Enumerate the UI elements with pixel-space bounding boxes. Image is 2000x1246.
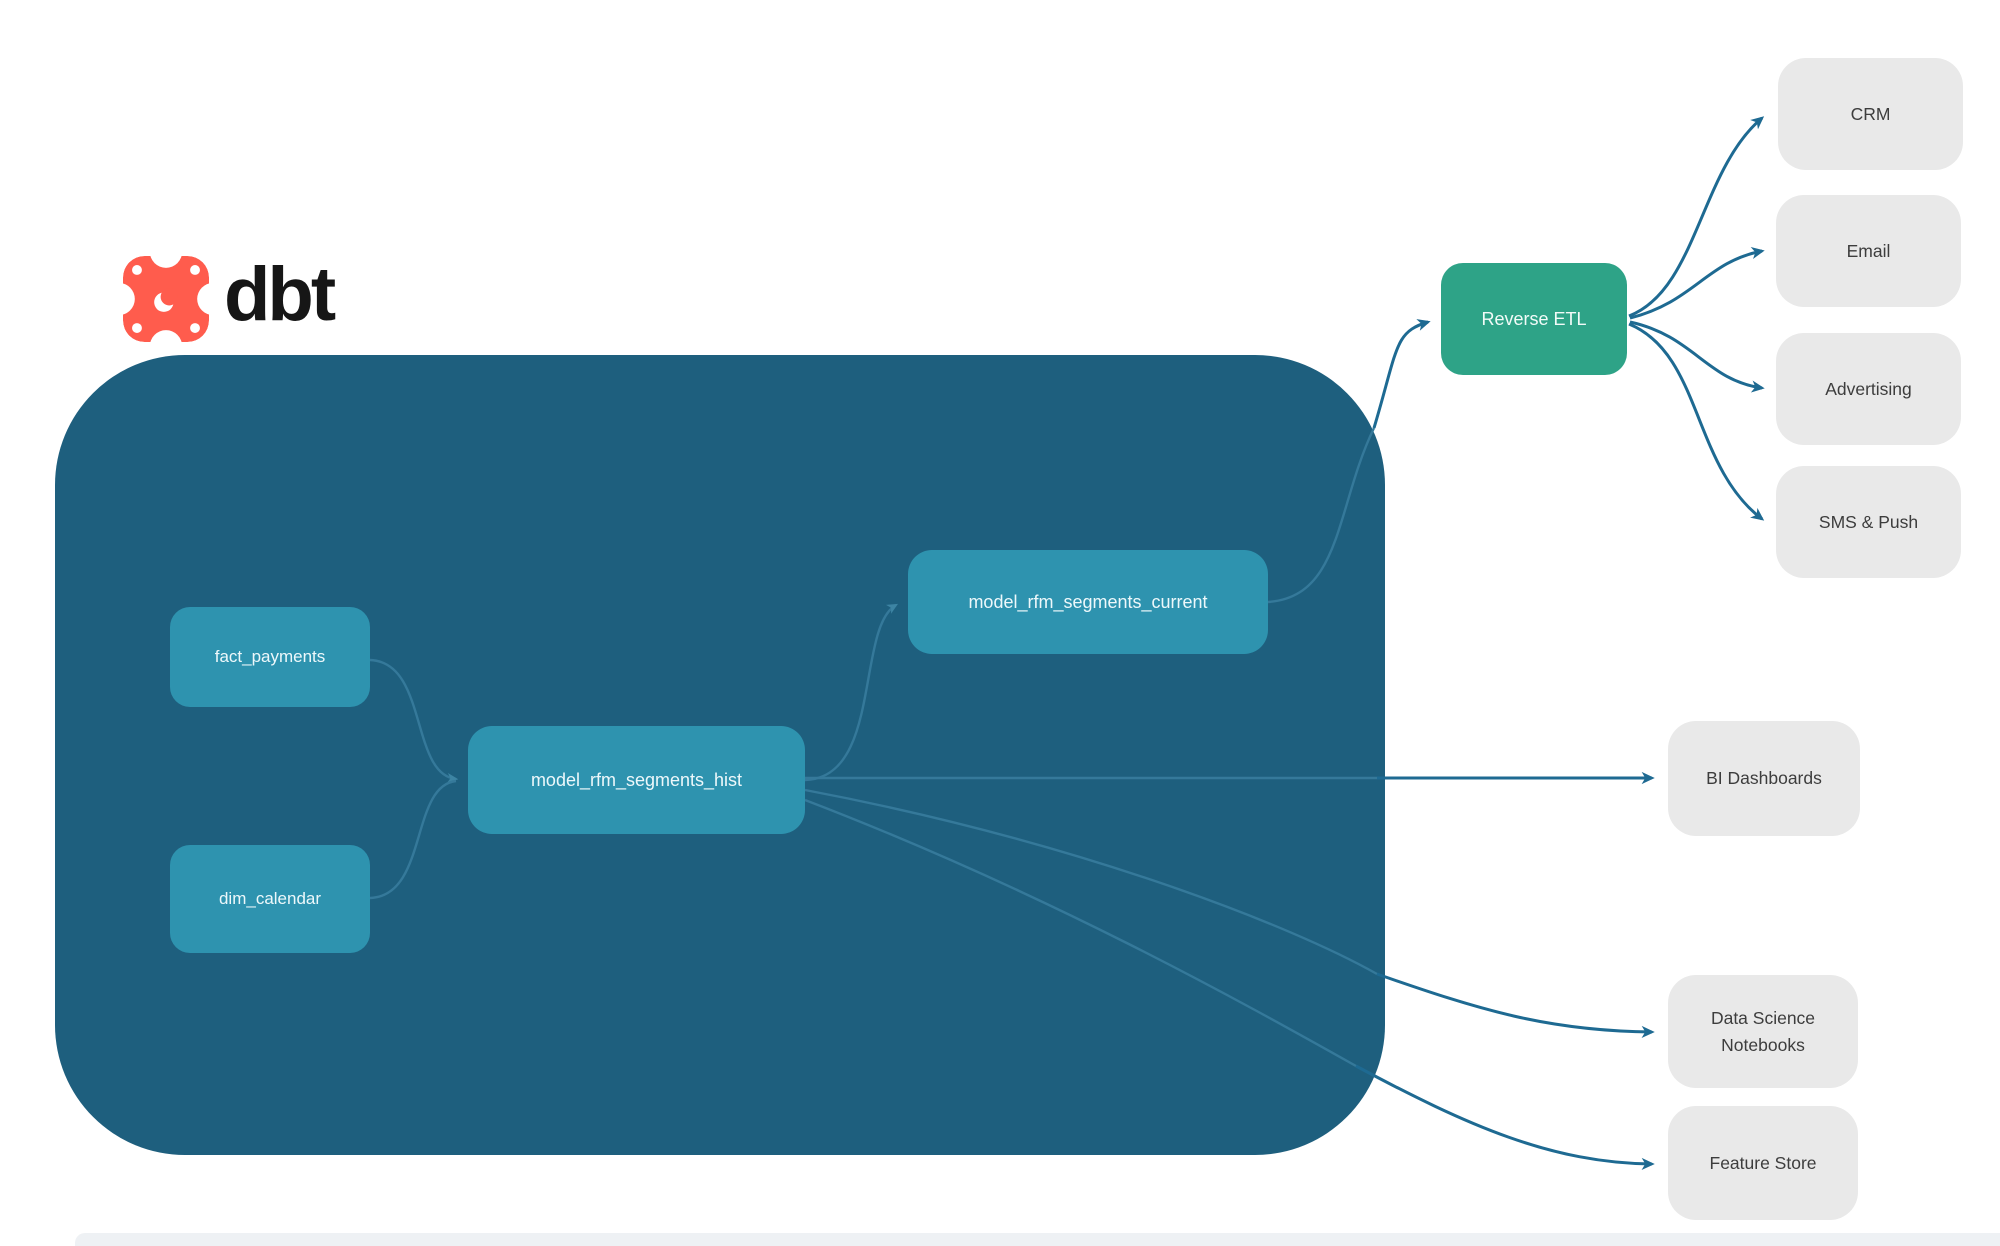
- node-sms-push[interactable]: SMS & Push: [1776, 466, 1961, 578]
- node-label: model_rfm_segments_hist: [530, 769, 743, 790]
- edge-reverse-etl-to-email: [1629, 247, 1765, 320]
- edge-hist-to-data-science-inside: [804, 788, 1378, 976]
- node-label: Advertising: [1825, 378, 1912, 399]
- edge-current-to-reverse-etl-inside: [1267, 427, 1376, 604]
- node-label: model_rfm_segments_current: [968, 591, 1208, 612]
- node-reverse-etl[interactable]: Reverse ETL: [1441, 263, 1627, 375]
- node-label: dim_calendar: [218, 889, 322, 908]
- node-crm[interactable]: CRM: [1778, 58, 1963, 170]
- node-label: fact_payments: [214, 647, 326, 666]
- node-advertising[interactable]: Advertising: [1776, 333, 1961, 445]
- node-model-rfm-segments-current[interactable]: model_rfm_segments_current: [908, 550, 1268, 654]
- edge-reverse-etl-to-crm: [1628, 116, 1765, 318]
- dbt-logo-icon: [123, 256, 209, 342]
- bottom-window-edge: [75, 1233, 2000, 1246]
- edge-reverse-etl-to-sms-push: [1628, 322, 1765, 521]
- edge-dim-calendar-to-hist: [369, 779, 457, 900]
- node-label: Reverse ETL: [1481, 308, 1587, 329]
- node-email[interactable]: Email: [1776, 195, 1961, 307]
- node-fact-payments[interactable]: fact_payments: [170, 607, 370, 707]
- node-feature-store[interactable]: Feature Store: [1668, 1106, 1858, 1220]
- dbt-logo: dbt: [122, 252, 336, 342]
- node-label: Email: [1846, 240, 1891, 261]
- node-label: SMS & Push: [1818, 511, 1919, 532]
- edge-hist-to-data-science-notebooks: [1376, 972, 1655, 1038]
- edge-hist-to-feature-store: [1355, 1064, 1655, 1170]
- edge-fact-payments-to-hist: [369, 658, 459, 784]
- node-dim-calendar[interactable]: dim_calendar: [170, 845, 370, 953]
- node-label: Feature Store: [1709, 1152, 1817, 1173]
- node-bi-dashboards[interactable]: BI Dashboards: [1668, 721, 1860, 836]
- node-model-rfm-segments-hist[interactable]: model_rfm_segments_hist: [468, 726, 805, 834]
- dbt-wordmark: dbt: [224, 252, 336, 337]
- node-data-science-notebooks[interactable]: Data Science Notebooks: [1668, 975, 1858, 1088]
- node-label: Data Science Notebooks: [1710, 1008, 1816, 1055]
- node-label: BI Dashboards: [1706, 768, 1822, 789]
- edge-reverse-etl-to-advertising: [1629, 320, 1765, 393]
- node-label: CRM: [1850, 103, 1891, 124]
- edge-hist-to-current: [804, 603, 898, 782]
- edge-hist-to-feature-store-inside: [804, 798, 1357, 1068]
- edge-current-to-reverse-etl: [1372, 319, 1431, 429]
